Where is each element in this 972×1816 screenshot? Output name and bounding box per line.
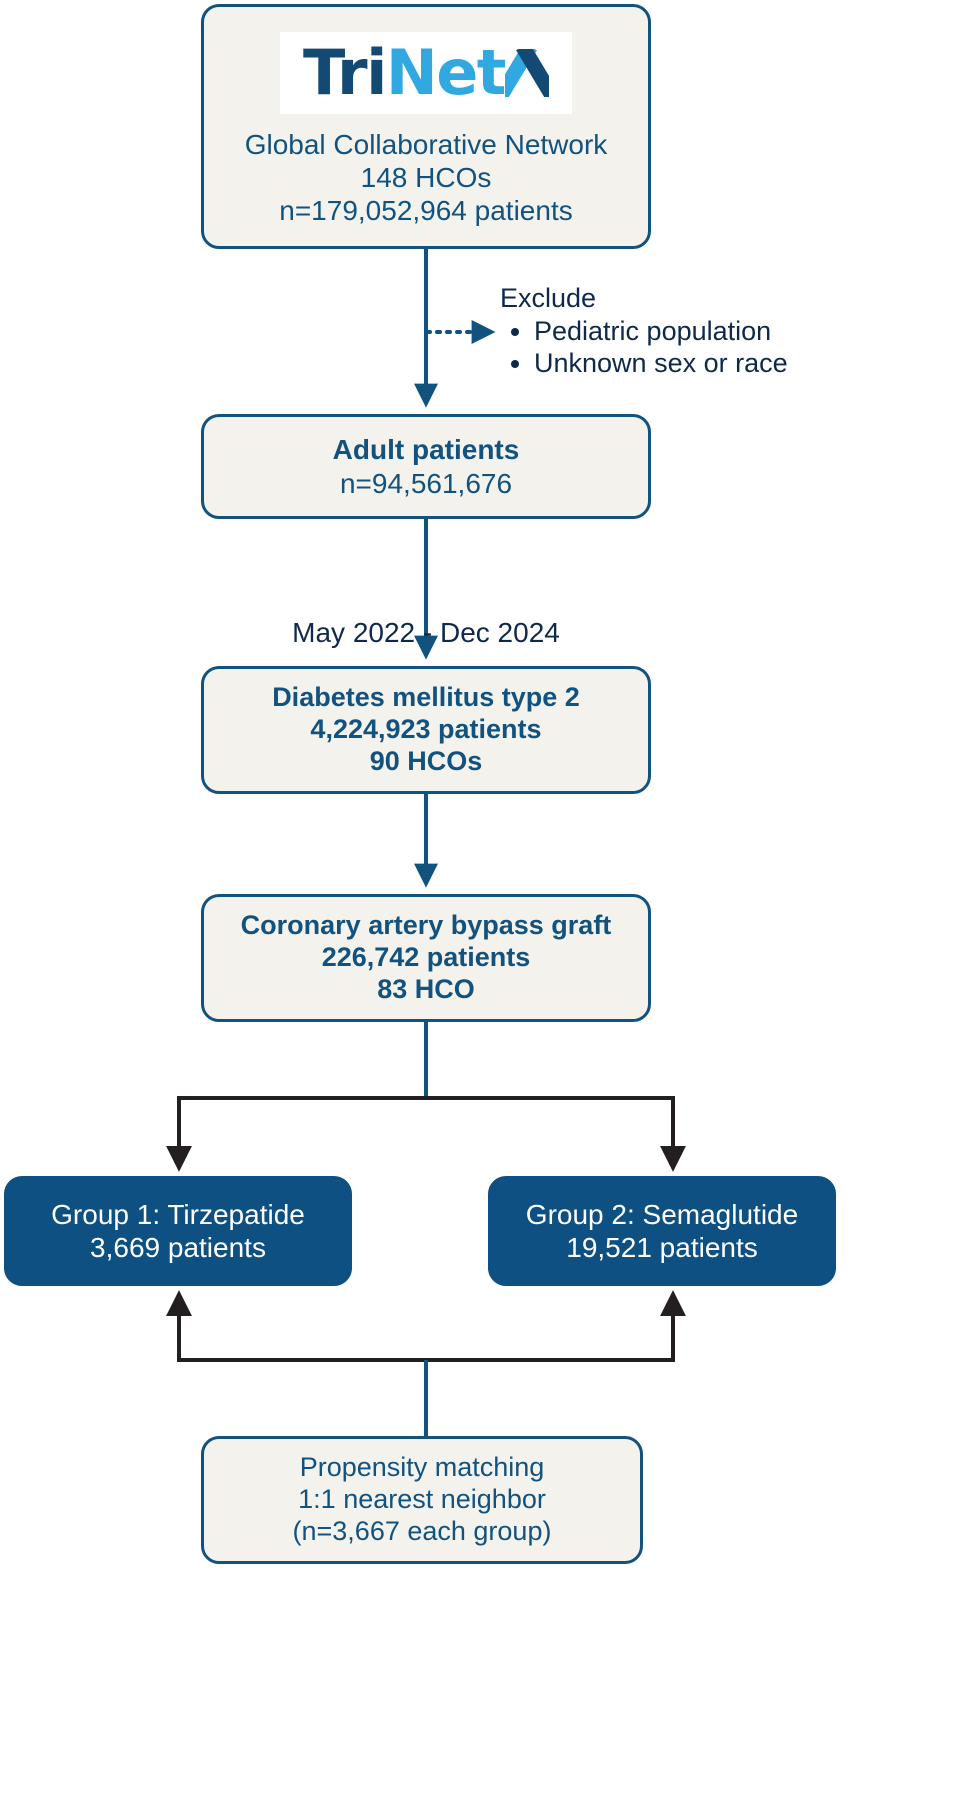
node-group2-semaglutide: Group 2: Semaglutide 19,521 patients — [488, 1176, 836, 1286]
dm2-line-3: 90 HCOs — [369, 745, 483, 776]
matching-line-3: (n=3,667 each group) — [292, 1515, 552, 1546]
logo-part-x — [504, 48, 549, 97]
exclusion-block: Exclude Pediatric population Unknown sex… — [500, 283, 788, 380]
node-diabetes-type2: Diabetes mellitus type 2 4,224,923 patie… — [201, 666, 651, 794]
source-line-2: 148 HCOs — [360, 161, 492, 193]
group2-line-2: 19,521 patients — [566, 1232, 758, 1263]
adult-line-2: n=94,561,676 — [339, 467, 513, 499]
logo-part-tri: Tri — [303, 36, 387, 110]
node-adult-patients: Adult patients n=94,561,676 — [201, 414, 651, 519]
adult-line-1: Adult patients — [332, 434, 520, 466]
logo-part-net: Net — [385, 36, 507, 110]
cabg-line-3: 83 HCO — [377, 973, 475, 1004]
group1-line-2: 3,669 patients — [90, 1232, 266, 1263]
matching-line-2: 1:1 nearest neighbor — [298, 1484, 546, 1515]
source-line-3: n=179,052,964 patients — [279, 195, 573, 227]
exclusion-item: Unknown sex or race — [534, 348, 788, 379]
cabg-line-2: 226,742 patients — [321, 942, 531, 973]
dm2-line-1: Diabetes mellitus type 2 — [272, 682, 580, 713]
node-propensity-matching: Propensity matching 1:1 nearest neighbor… — [201, 1436, 643, 1564]
exclusion-title: Exclude — [500, 283, 597, 313]
date-range-label: May 2022 - Dec 2024 — [292, 617, 560, 648]
exclusion-list: Pediatric population Unknown sex or race — [500, 316, 788, 379]
cabg-line-1: Coronary artery bypass graft — [240, 910, 612, 941]
node-cabg: Coronary artery bypass graft 226,742 pat… — [201, 894, 651, 1022]
group1-line-1: Group 1: Tirzepatide — [51, 1198, 305, 1230]
matching-line-1: Propensity matching — [299, 1452, 545, 1483]
exclusion-item: Pediatric population — [534, 316, 788, 347]
node-group1-tirzepatide: Group 1: Tirzepatide 3,669 patients — [4, 1176, 352, 1286]
source-line-1: Global Collaborative Network — [244, 128, 608, 160]
dm2-line-2: 4,224,923 patients — [310, 714, 542, 745]
group2-line-1: Group 2: Semaglutide — [525, 1198, 799, 1230]
